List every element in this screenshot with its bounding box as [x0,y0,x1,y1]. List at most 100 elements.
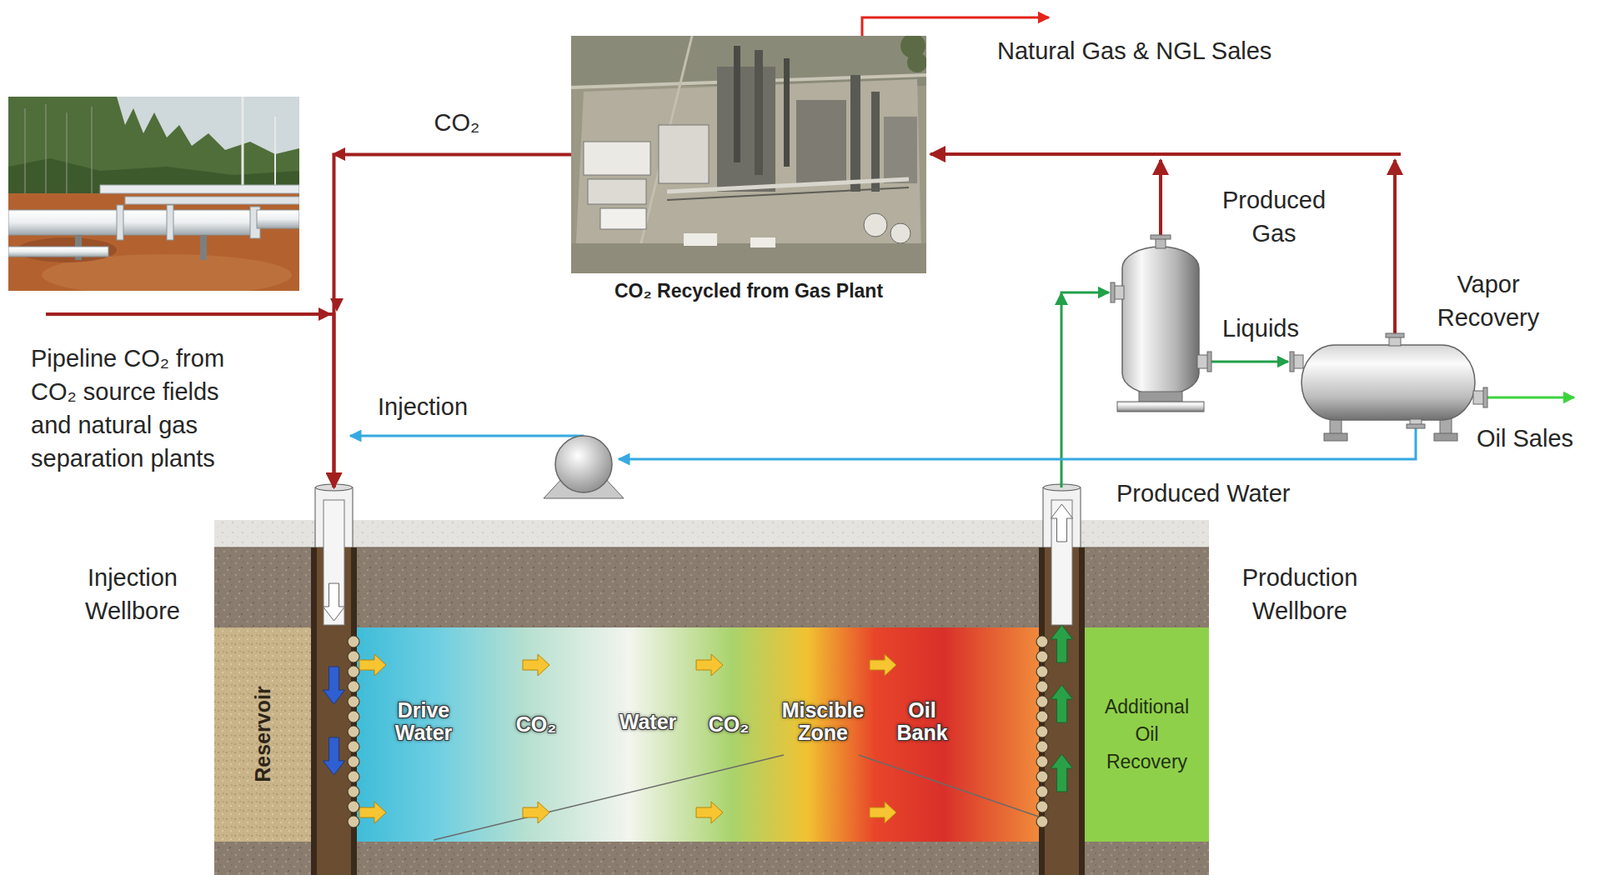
flow-label: Liquids [1222,311,1300,346]
text-slot: CO₂ Recycled from Gas Plant [571,279,927,303]
pipeline-photo [200,235,207,261]
text-slot: Additional Oil Recovery [1094,693,1199,777]
pipeline-photo [125,196,300,205]
injection-well-pipe [347,711,360,723]
treater-vessel [1289,333,1488,442]
process-pipe [1208,361,1289,364]
injection-wellbore: Injection Wellbore [310,487,357,875]
gas-plant-photo [587,179,647,205]
process-pipe [618,428,1416,460]
pump-symbol [555,436,612,493]
pipeline-photo: Pipeline CO₂ from CO₂ source fields and … [8,96,300,315]
injection-well-pipe [347,726,360,738]
text-slot: Production Wellbore [1220,561,1380,628]
separator-vessel [1110,282,1115,303]
pipeline-photo [25,104,92,196]
injection-well-pipe [323,500,345,626]
injection-well-pipe [347,771,360,783]
photo-caption: CO₂ Recycled from Gas Plant [571,279,927,303]
flow-arrow [522,654,550,677]
pipeline-photo [8,96,300,209]
injection-well-pipe [347,816,360,828]
text-slot: Oil Sales [1476,421,1574,456]
flow-arrow [359,802,387,824]
pipeline-photo [166,205,174,241]
gas-plant-photo [733,45,741,163]
gas-plant-photo [571,35,927,274]
co2-connector [334,155,572,489]
text-slot: Reservoir [250,686,276,783]
flow-label: Vapor Recovery [1421,267,1555,335]
production-well-pipe [1036,786,1049,798]
text-slot: CO₂ [431,105,483,140]
separator-vessel [1207,351,1212,372]
text-slot: CO₂ [506,713,566,737]
production-well-pipe [1036,681,1049,693]
injection-well-pipe [310,484,360,875]
text-slot: Oil Bank [891,699,954,745]
flow-arrow [869,802,897,824]
injection-well-pipe [323,583,346,622]
gas-plant-photo [658,125,709,184]
text-slot: CO₂ [699,713,758,737]
gas-plant-photo [754,50,763,176]
pipeline-photo [116,205,124,241]
process-pipe [1393,160,1397,334]
gas-plant-photo [583,141,651,176]
flow-arrow [359,654,897,824]
injection-well-pipe [323,667,346,705]
injection-well-pipe [347,741,360,753]
gas-plant-photo [717,66,776,192]
zone-label: Additional Oil Recovery [1094,693,1199,777]
pipeline-photo [65,112,68,196]
gas-plant-photo [796,100,847,184]
text-slot: Produced Gas [1211,183,1337,251]
flow-label: Produced Gas [1211,183,1337,251]
separator-vessel [1150,235,1171,240]
process-pipe [350,435,584,438]
text-slot: Liquids [1222,311,1300,346]
separator-vessel [1122,246,1199,396]
text-slot: Drive Water [386,699,462,745]
zone-label: Water [610,711,686,734]
production-well-pipe [1036,771,1049,783]
production-well-pipe [1043,487,1081,548]
treater-vessel [1434,433,1458,442]
separator-vessel [1138,391,1183,402]
ground-section [214,627,311,843]
flow-arrow [696,654,723,677]
gas-plant-photo [907,52,927,73]
injection-well-pipe [347,636,360,648]
injection-well-pipe [347,681,360,693]
junction-arrowhead [1054,291,1069,306]
zone-label: Drive Water [386,699,462,745]
gas-plant-photo [600,208,647,230]
pipeline-photo [24,108,26,196]
gas-plant-photo [783,58,790,167]
gas-plant-photo [883,116,918,184]
production-well-pipe [1036,726,1049,738]
injection-well-pipe [347,756,360,768]
pipeline-photo [45,104,47,196]
well-label: Production Wellbore [1220,561,1380,628]
zone-label: Oil Bank [891,699,954,745]
text-slot: Pipeline CO₂ from CO₂ source fields and … [30,341,256,476]
production-well-pipe [1051,500,1073,626]
text-slot: Natural Gas & NGL Sales [997,34,1272,68]
gas-plant-photo [750,237,776,248]
process-pipe [1487,396,1575,400]
flow-arrow [696,802,723,824]
injection-well-pipe [316,547,352,875]
injection-well-pipe [347,651,360,663]
gas-plant-photo [571,35,927,274]
production-well-pipe [1051,625,1074,663]
separator-vessel [1110,235,1212,412]
production-well-pipe [1036,666,1049,678]
gas-plant-photo [571,243,927,274]
reservoir-rock: Reservoir [214,627,311,843]
production-well-pipe [1051,685,1074,723]
flow-label: Produced Water [1116,476,1290,511]
flow-arrow [359,654,387,677]
gas-plant-photo [871,91,880,192]
